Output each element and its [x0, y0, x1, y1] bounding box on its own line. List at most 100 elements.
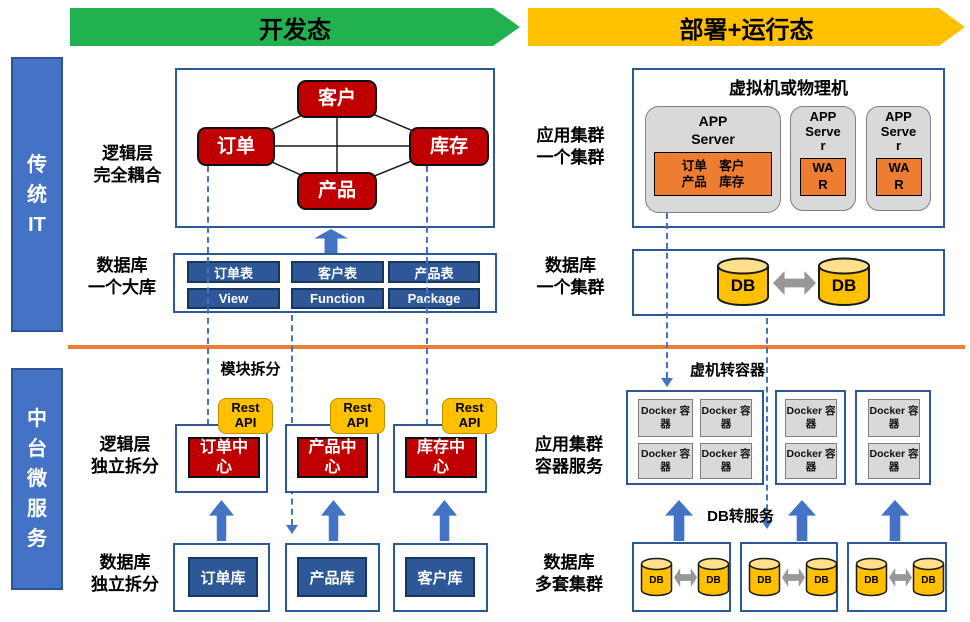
module-inventory-label: 库存	[429, 135, 468, 157]
inventory-center-label: 库存中心	[416, 438, 465, 476]
rest-api-box-1: Rest API	[218, 398, 273, 434]
arrow-dbcluster2-up	[788, 500, 816, 541]
db-table-order: 订单表	[187, 261, 280, 283]
docker-box-2b: Docker 容器	[785, 443, 837, 479]
dashed-line-middle	[291, 315, 293, 525]
app-server-3-label: APP Serve r	[880, 109, 917, 154]
label-db-multi-cluster: 数据库 多套集群	[535, 552, 603, 594]
banner-dev-label: 开发态	[259, 16, 331, 44]
label-logic-coupled: 逻辑层 完全耦合	[93, 143, 162, 185]
arrow-dbcluster3-up	[881, 500, 909, 541]
docker-3b-label: Docker 容器	[869, 448, 919, 473]
docker-1c-label: Docker 容器	[640, 448, 691, 473]
customer-db-box: 客户库	[405, 557, 475, 597]
banner-dev-state: 开发态	[70, 8, 520, 46]
small-db-3a-label: DB	[864, 575, 878, 586]
label-logic-split: 逻辑层 独立拆分	[91, 434, 159, 476]
label-app-container-service: 应用集群 容器服务	[535, 434, 603, 476]
small-db-2a-label: DB	[757, 575, 771, 586]
module-customer-label: 客户	[317, 88, 356, 110]
rest-api-2-label: Rest API	[343, 400, 372, 430]
banner-runtime-state: 部署+运行态	[528, 8, 965, 46]
order-center-box: 订单中心	[188, 437, 260, 478]
dashed-line-order	[207, 166, 209, 425]
db-cylinder-2: DB	[818, 257, 870, 306]
order-db-label: 订单库	[200, 569, 246, 587]
sidebar-microservice-label: 中台微服务	[27, 408, 47, 550]
docker-box-3a: Docker 容器	[868, 399, 920, 437]
db-cylinder-2-label: DB	[832, 276, 857, 295]
dashed-arrowhead-vm	[661, 378, 673, 387]
sidebar-microservice: 中台微服务	[11, 368, 63, 590]
docker-box-1b: Docker 容器	[700, 399, 752, 437]
module-product: 产品	[297, 172, 377, 210]
small-db-cylinder-1b: DB	[697, 557, 730, 597]
app-server-1-label: APP Server	[691, 113, 735, 148]
label-db-one-cluster: 数据库 一个集群	[536, 255, 605, 297]
label-app-one-cluster: 应用集群 一个集群	[536, 125, 605, 167]
db-sync-arrow-c2	[782, 568, 805, 587]
app-server-1-modules-label: 订单 客户 产品 库存	[681, 158, 745, 189]
small-db-2b-label: DB	[814, 575, 828, 586]
docker-3a-label: Docker 容器	[869, 405, 919, 430]
sidebar-traditional-it: 传统IT	[11, 57, 63, 332]
product-db-label: 产品库	[309, 569, 355, 587]
label-module-split: 模块拆分	[220, 360, 281, 378]
db-table-product: 产品表	[388, 261, 480, 283]
module-inventory: 库存	[409, 127, 489, 166]
module-order-label: 订单	[216, 135, 255, 157]
docker-1d-label: Docker 容器	[701, 448, 751, 473]
docker-2b-label: Docker 容器	[786, 448, 836, 473]
product-db-box: 产品库	[297, 557, 367, 597]
rest-api-1-label: Rest API	[231, 400, 260, 430]
docker-box-1c: Docker 容器	[638, 443, 693, 479]
small-db-cylinder-3a: DB	[855, 557, 888, 597]
db-cylinder-1-label: DB	[731, 276, 756, 295]
docker-box-2a: Docker 容器	[785, 399, 837, 437]
docker-box-3b: Docker 容器	[868, 443, 920, 479]
dashed-arrowhead-db-right	[761, 520, 773, 529]
docker-1b-label: Docker 容器	[701, 405, 751, 430]
small-db-cylinder-3b: DB	[912, 557, 945, 597]
module-order: 订单	[197, 127, 275, 166]
db-sync-arrow-c1	[674, 568, 697, 587]
vm-box-title: 虚拟机或物理机	[729, 79, 848, 98]
rest-api-3-label: Rest API	[455, 400, 484, 430]
war-2-label: WA R	[888, 160, 910, 192]
label-db-split: 数据库 独立拆分	[91, 552, 159, 594]
small-db-1a-label: DB	[649, 575, 663, 586]
db-cylinder-1: DB	[717, 257, 769, 306]
module-product-label: 产品	[317, 180, 356, 202]
small-db-1b-label: DB	[706, 575, 720, 586]
order-center-label: 订单中心	[199, 438, 248, 476]
db-function: Function	[291, 288, 384, 309]
docker-box-1d: Docker 容器	[700, 443, 752, 479]
section-divider	[68, 345, 965, 349]
small-db-cylinder-1a: DB	[640, 557, 673, 597]
docker-1a-label: Docker 容器	[640, 405, 691, 430]
dashed-line-inventory	[426, 166, 428, 425]
war-box-2: WA R	[876, 158, 922, 196]
label-vm-to-container: 虚机转容器	[689, 361, 765, 379]
product-center-label: 产品中心	[308, 438, 357, 476]
app-server-1-modules: 订单 客户 产品 库存	[654, 152, 772, 196]
db-view: View	[187, 288, 280, 309]
docker-box-1a: Docker 容器	[638, 399, 693, 437]
rest-api-box-3: Rest API	[442, 398, 497, 434]
arrow-orderdb-up	[209, 500, 234, 541]
order-db-box: 订单库	[188, 557, 258, 597]
banner-runtime-label: 部署+运行态	[679, 16, 814, 44]
arrow-bigdb-to-logic	[314, 229, 348, 254]
dashed-line-db-right	[766, 318, 768, 520]
dashed-line-vm	[666, 213, 668, 378]
db-package: Package	[388, 288, 480, 309]
module-customer: 客户	[297, 80, 377, 118]
dashed-arrowhead-middle	[286, 525, 298, 534]
product-center-box: 产品中心	[297, 437, 368, 478]
war-box-1: WA R	[800, 158, 846, 196]
db-sync-arrow-c3	[889, 568, 912, 587]
war-1-label: WA R	[812, 160, 834, 192]
sidebar-traditional-it-label: 传统IT	[27, 153, 47, 236]
db-table-customer: 客户表	[291, 261, 384, 283]
